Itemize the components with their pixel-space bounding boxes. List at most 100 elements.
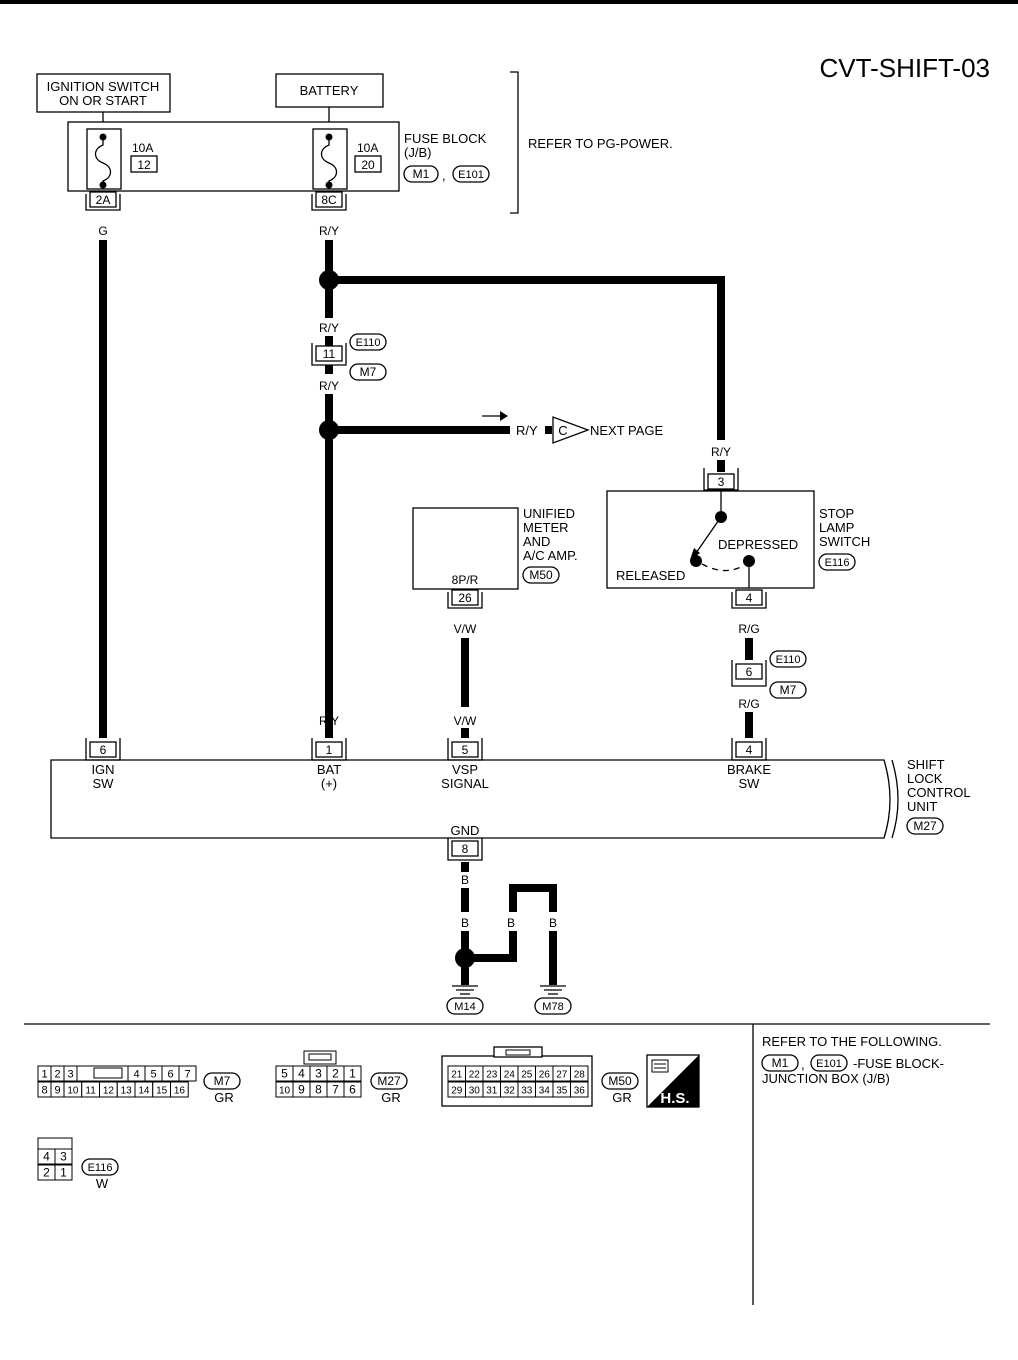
refer-desc-2: JUNCTION BOX (J/B) [762,1071,890,1086]
svg-text:11: 11 [323,347,336,361]
m50-pin-35: 35 [556,1086,568,1097]
m50-pin-23: 23 [486,1070,498,1081]
shift-lock-label-4: UNIT [907,799,937,814]
shift-lock-label-1: SHIFT [907,757,945,772]
m50-pin-28: 28 [574,1070,586,1081]
m50-pin-33: 33 [521,1086,533,1097]
ground-symbol-2: M78 [534,985,572,1015]
m7-pin-7: 7 [184,1069,190,1081]
unified-meter-label-4: A/C AMP. [523,548,578,563]
svg-text:SIGNAL: SIGNAL [441,776,489,791]
wire-label-ry-top: R/Y [319,224,339,238]
m27-pin-9: 9 [298,1083,305,1097]
brake-joint-conn-m7: M7 [780,683,797,697]
stop-lamp-conn: E116 [825,557,850,569]
shift-lock-label-3: CONTROL [907,785,971,800]
depressed-label: DEPRESSED [718,537,798,552]
fuse-block: 10A 12 10A 20 [67,121,400,192]
m7-pin-2: 2 [54,1069,60,1081]
m27-pin-5: 5 [281,1067,288,1081]
joint-wire-top: R/Y [319,321,339,335]
wire-ry-stop-lamp [329,276,725,440]
m7-pin-1: 1 [41,1069,47,1081]
ground-symbol-1: M14 [446,985,484,1015]
m7-pin-15: 15 [156,1086,168,1097]
refer-pg-power: REFER TO PG-POWER. [528,136,673,151]
m50-pin-21: 21 [451,1070,463,1081]
fuse1-amps: 10A [132,141,153,155]
brake-joint-wire-bottom: R/G [738,697,759,711]
m7-pin-6: 6 [167,1069,173,1081]
svg-text:SW: SW [93,776,115,791]
gnd-label: GND [451,823,480,838]
m7-color: GR [214,1090,234,1105]
shift-lock-conn: M27 [913,819,937,833]
m27-pin-1: 1 [349,1067,356,1081]
unified-meter-label-2: METER [523,520,569,535]
svg-text:6: 6 [100,743,107,757]
gnd-terminal-8: 8 [447,838,483,861]
refer-conn-m1: M1 [772,1056,789,1070]
m50-pin-22: 22 [469,1070,481,1081]
e116-color: W [96,1176,109,1191]
e116-pin-3: 3 [60,1150,67,1164]
unified-meter-pin-label: 8P/R [452,573,479,587]
ignition-switch: IGNITION SWITCH ON OR START [36,73,171,113]
svg-text:4: 4 [746,743,753,757]
m7-pin-16: 16 [174,1086,186,1097]
svg-text:(+): (+) [321,776,337,791]
brake-joint-conn-e110: E110 [776,654,801,666]
ignition-label-2: ON OR START [59,93,147,108]
unified-meter-terminal-26: 26 [447,589,483,609]
m50-pin-36: 36 [574,1086,586,1097]
e116-pin-4: 4 [43,1150,50,1164]
hs-label: H.S. [660,1090,689,1107]
unified-meter-label-3: AND [523,534,550,549]
svg-text:26: 26 [458,591,472,605]
m7-pin-8: 8 [41,1085,47,1097]
m27-name: M27 [377,1074,401,1088]
stop-lamp-wire-bottom: R/G [738,622,759,636]
stop-lamp-label-2: LAMP [819,520,854,535]
svg-text:VSP: VSP [452,762,478,777]
svg-text:M78: M78 [542,1001,563,1013]
svg-text:G: G [98,714,107,728]
next-page-label: NEXT PAGE [590,423,664,438]
m50-color: GR [612,1090,632,1105]
ground-wire-label-2: B [461,916,469,930]
e116-name: E116 [88,1162,113,1174]
pin-vsp-signal: V/W 5 VSP SIGNAL [441,714,489,791]
m7-pin-11: 11 [85,1086,96,1097]
m7-pin-5: 5 [150,1069,156,1081]
hs-badge: H.S. [646,1054,700,1108]
fuse-block-label-1: FUSE BLOCK [404,131,487,146]
m27-pin-10: 10 [279,1086,291,1097]
unified-meter-conn: M50 [529,568,553,582]
m27-pin-6: 6 [349,1083,356,1097]
stop-lamp-wire-top: R/Y [711,445,731,459]
e116-pin-1: 1 [60,1166,67,1180]
m7-pin-13: 13 [121,1086,133,1097]
svg-text:BAT: BAT [317,762,341,777]
m50-name: M50 [608,1074,632,1088]
battery: BATTERY [275,73,384,108]
stop-lamp-terminal-3: 3 [703,468,739,491]
joint-wire-bottom: R/Y [319,379,339,393]
m27-pin-8: 8 [315,1083,322,1097]
stop-lamp-label-3: SWITCH [819,534,870,549]
m27-pin-2: 2 [332,1067,339,1081]
next-page-arrow [482,411,508,421]
shift-lock-label-2: LOCK [907,771,943,786]
next-page-letter: C [558,423,567,438]
m7-pin-3: 3 [67,1069,73,1081]
fuse2-number: 20 [361,158,375,172]
joint-connector-11: 11 [311,343,347,366]
svg-text:5: 5 [462,743,469,757]
svg-text:3: 3 [718,475,725,489]
stop-lamp-label-1: STOP [819,506,854,521]
wire-label-g-top: G [98,224,107,238]
refer-following-title: REFER TO THE FOLLOWING. [762,1034,942,1049]
terminal-2a: 2A [85,191,121,211]
